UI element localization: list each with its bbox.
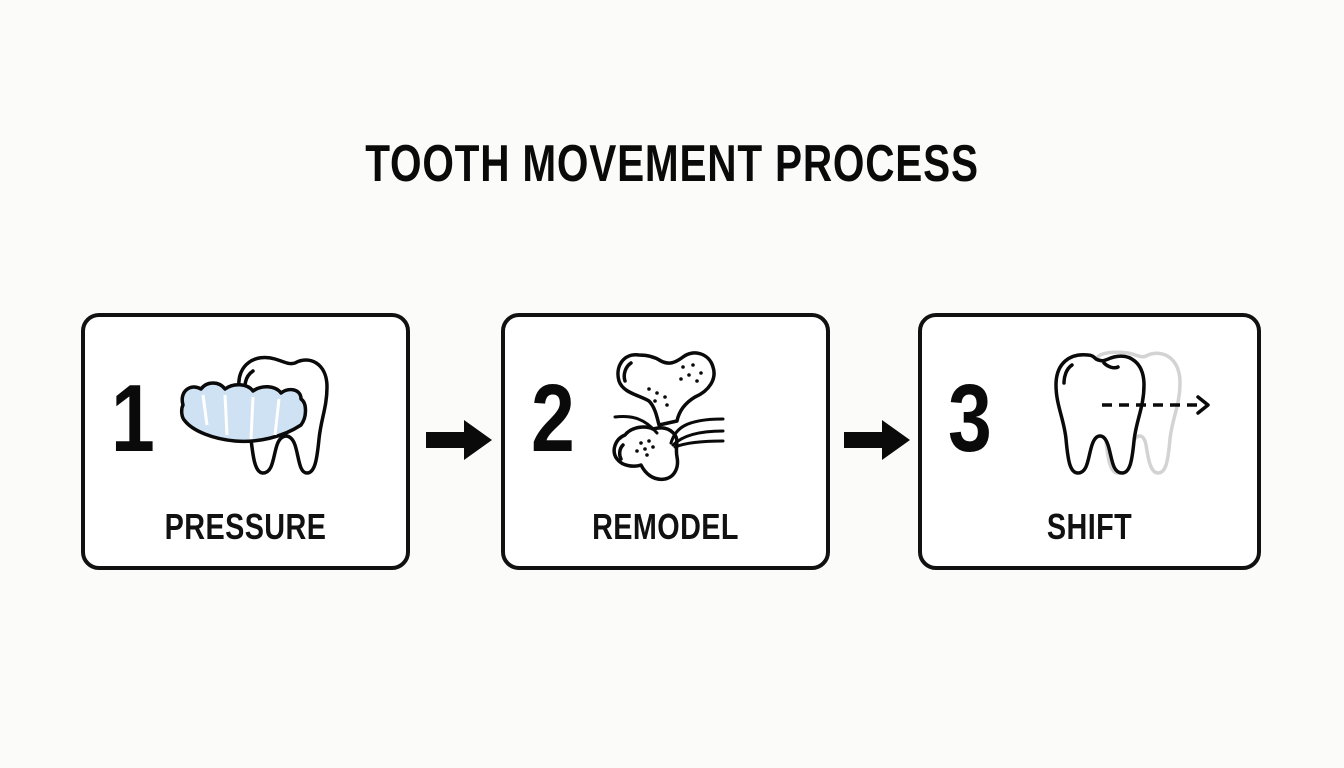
step-label: SHIFT	[1046, 506, 1133, 547]
step-number: 3	[948, 365, 992, 472]
step-label: PRESSURE	[164, 506, 327, 547]
step-panel-remodel: 2 REMODEL	[501, 313, 830, 570]
arrow-right-icon	[426, 420, 492, 460]
aligner-on-tooth-icon	[179, 355, 329, 475]
arrow-right-icon	[844, 420, 910, 460]
step-number: 1	[111, 365, 155, 472]
step-label: REMODEL	[592, 506, 739, 547]
step-panel-pressure: 1 PRESSURE	[81, 313, 410, 570]
tooth-shift-icon	[1054, 350, 1210, 475]
step-panel-shift: 3 SHIFT	[918, 313, 1261, 570]
diagram-title: TOOTH MOVEMENT PROCESS	[365, 135, 979, 193]
step-number: 2	[531, 365, 575, 472]
bone-remodel-icon	[612, 351, 725, 482]
